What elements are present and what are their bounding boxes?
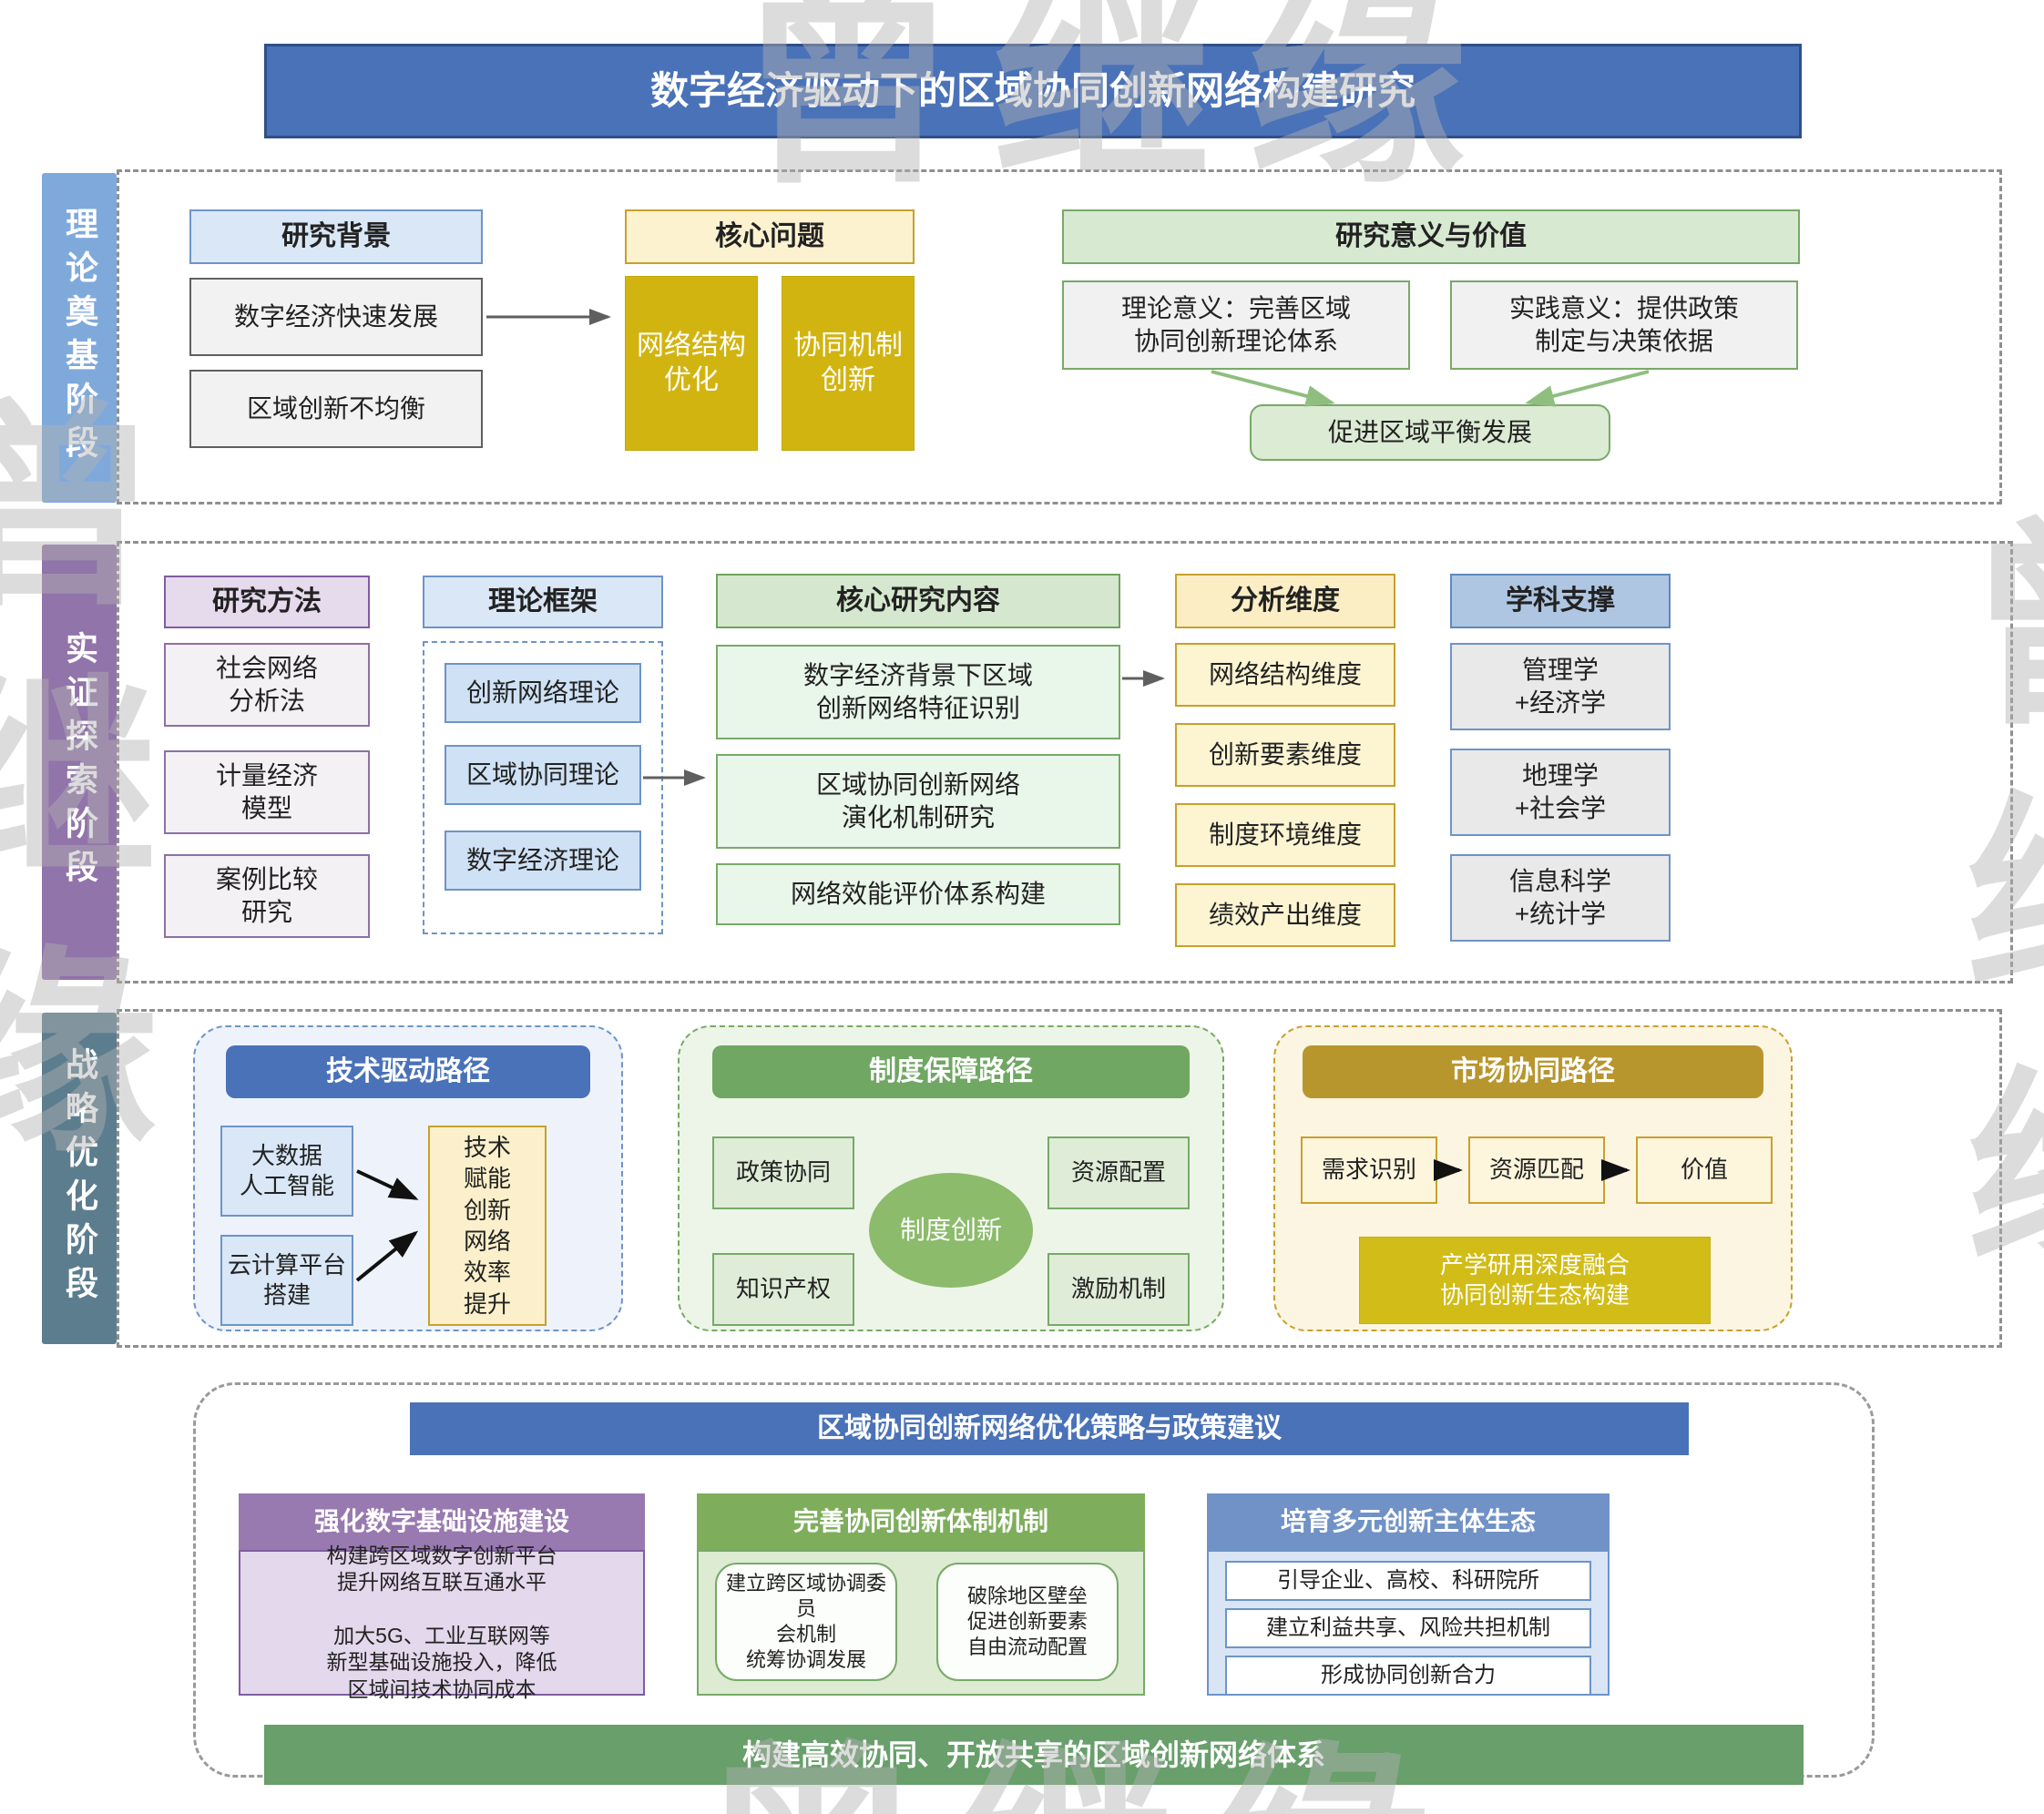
tech-bigdata-ai: 大数据 人工智能 [220,1126,353,1217]
dimension-institutional-environment: 制度环境维度 [1175,803,1395,867]
core-problem-header: 核心问题 [625,209,915,264]
theory-innovation-network: 创新网络理论 [445,663,641,723]
methods-header: 研究方法 [164,576,370,628]
framework-header: 理论框架 [423,576,663,628]
stage2-frame [117,541,2013,983]
framework-group [423,641,663,934]
core-content-header: 核心研究内容 [716,574,1120,628]
research-background-header: 研究背景 [189,209,483,264]
ecosystem-header: 培育多元创新主体生态 [1207,1493,1610,1550]
discipline-management-economics: 管理学 +经济学 [1450,643,1671,730]
significance-theoretical: 理论意义：完善区域 协同创新理论体系 [1062,280,1410,370]
content-evolution-mechanism: 区域协同创新网络 演化机制研究 [716,754,1120,849]
infrastructure-header: 强化数字基础设施建设 [239,1493,645,1550]
footer-banner: 构建高效协同、开放共享的区域创新网络体系 [264,1725,1804,1785]
strategy-banner: 区域协同创新网络优化策略与政策建议 [410,1402,1689,1455]
institution-intellectual-property: 知识产权 [712,1253,854,1326]
market-industry-academia-result: 产学研用深度融合 协同创新生态构建 [1359,1237,1711,1324]
method-social-network: 社会网络 分析法 [164,643,370,727]
diagram-title: 数字经济驱动下的区域协同创新网络构建研究 [264,44,1802,138]
problem-collaboration-mechanism: 协同机制 创新 [782,276,915,451]
institution-innovation-ellipse: 制度创新 [869,1173,1033,1288]
discipline-infoscience-statistics: 信息科学 +统计学 [1450,854,1671,942]
content-feature-identification: 数字经济背景下区域 创新网络特征识别 [716,645,1120,739]
market-resource-matching: 资源匹配 [1468,1136,1605,1204]
significance-header: 研究意义与价值 [1062,209,1800,264]
institution-resource-allocation: 资源配置 [1048,1136,1190,1209]
background-item-regional-imbalance: 区域创新不均衡 [189,370,483,448]
tech-path-header: 技术驱动路径 [226,1045,590,1098]
mechanism-remove-barriers: 破除地区壁垒 促进创新要素 自由流动配置 [936,1563,1119,1681]
tech-empowerment-result: 技术 赋能 创新 网络 效率 提升 [428,1126,547,1326]
stage1-frame [117,169,2002,504]
theory-regional-collaboration: 区域协同理论 [445,745,641,805]
balanced-development-result: 促进区域平衡发展 [1250,404,1610,461]
stage3-tab: 战略优化阶段 [42,1013,117,1344]
stage1-tab: 理论奠基阶段 [42,173,117,503]
institution-path-header: 制度保障路径 [712,1045,1190,1098]
dimension-network-structure: 网络结构维度 [1175,643,1395,707]
ecosystem-guide-entities: 引导企业、高校、科研院所 [1225,1561,1591,1601]
method-case-comparison: 案例比较 研究 [164,854,370,938]
stage3-frame [117,1009,2002,1348]
background-item-digital-economy: 数字经济快速发展 [189,278,483,356]
ecosystem-benefit-sharing: 建立利益共享、风险共担机制 [1225,1608,1591,1648]
market-demand-identification: 需求识别 [1301,1136,1437,1204]
ecosystem-synergy-force: 形成协同创新合力 [1225,1656,1591,1696]
stage2-tab: 实证探索阶段 [42,545,117,980]
dimension-performance-output: 绩效产出维度 [1175,883,1395,947]
institution-incentive-mechanism: 激励机制 [1048,1253,1190,1326]
market-path-header: 市场协同路径 [1303,1045,1763,1098]
dimension-innovation-factor: 创新要素维度 [1175,723,1395,787]
method-econometric-model: 计量经济 模型 [164,750,370,834]
mechanism-header: 完善协同创新体制机制 [697,1493,1145,1550]
disciplines-header: 学科支撑 [1450,574,1671,628]
theory-digital-economy: 数字经济理论 [445,831,641,891]
market-value: 价值 [1636,1136,1773,1204]
institution-policy-synergy: 政策协同 [712,1136,854,1209]
significance-practical: 实践意义：提供政策 制定与决策依据 [1450,280,1798,370]
tech-cloud-platform: 云计算平台 搭建 [220,1235,353,1326]
problem-network-structure: 网络结构 优化 [625,276,758,451]
dimensions-header: 分析维度 [1175,574,1395,628]
discipline-geography-sociology: 地理学 +社会学 [1450,749,1671,836]
mechanism-coordination-committee: 建立跨区域协调委员 会机制 统筹协调发展 [715,1563,897,1681]
content-efficiency-evaluation: 网络效能评价体系构建 [716,863,1120,925]
infrastructure-body: 构建跨区域数字创新平台 提升网络互联互通水平 加大5G、工业互联网等 新型基础设… [239,1544,645,1701]
